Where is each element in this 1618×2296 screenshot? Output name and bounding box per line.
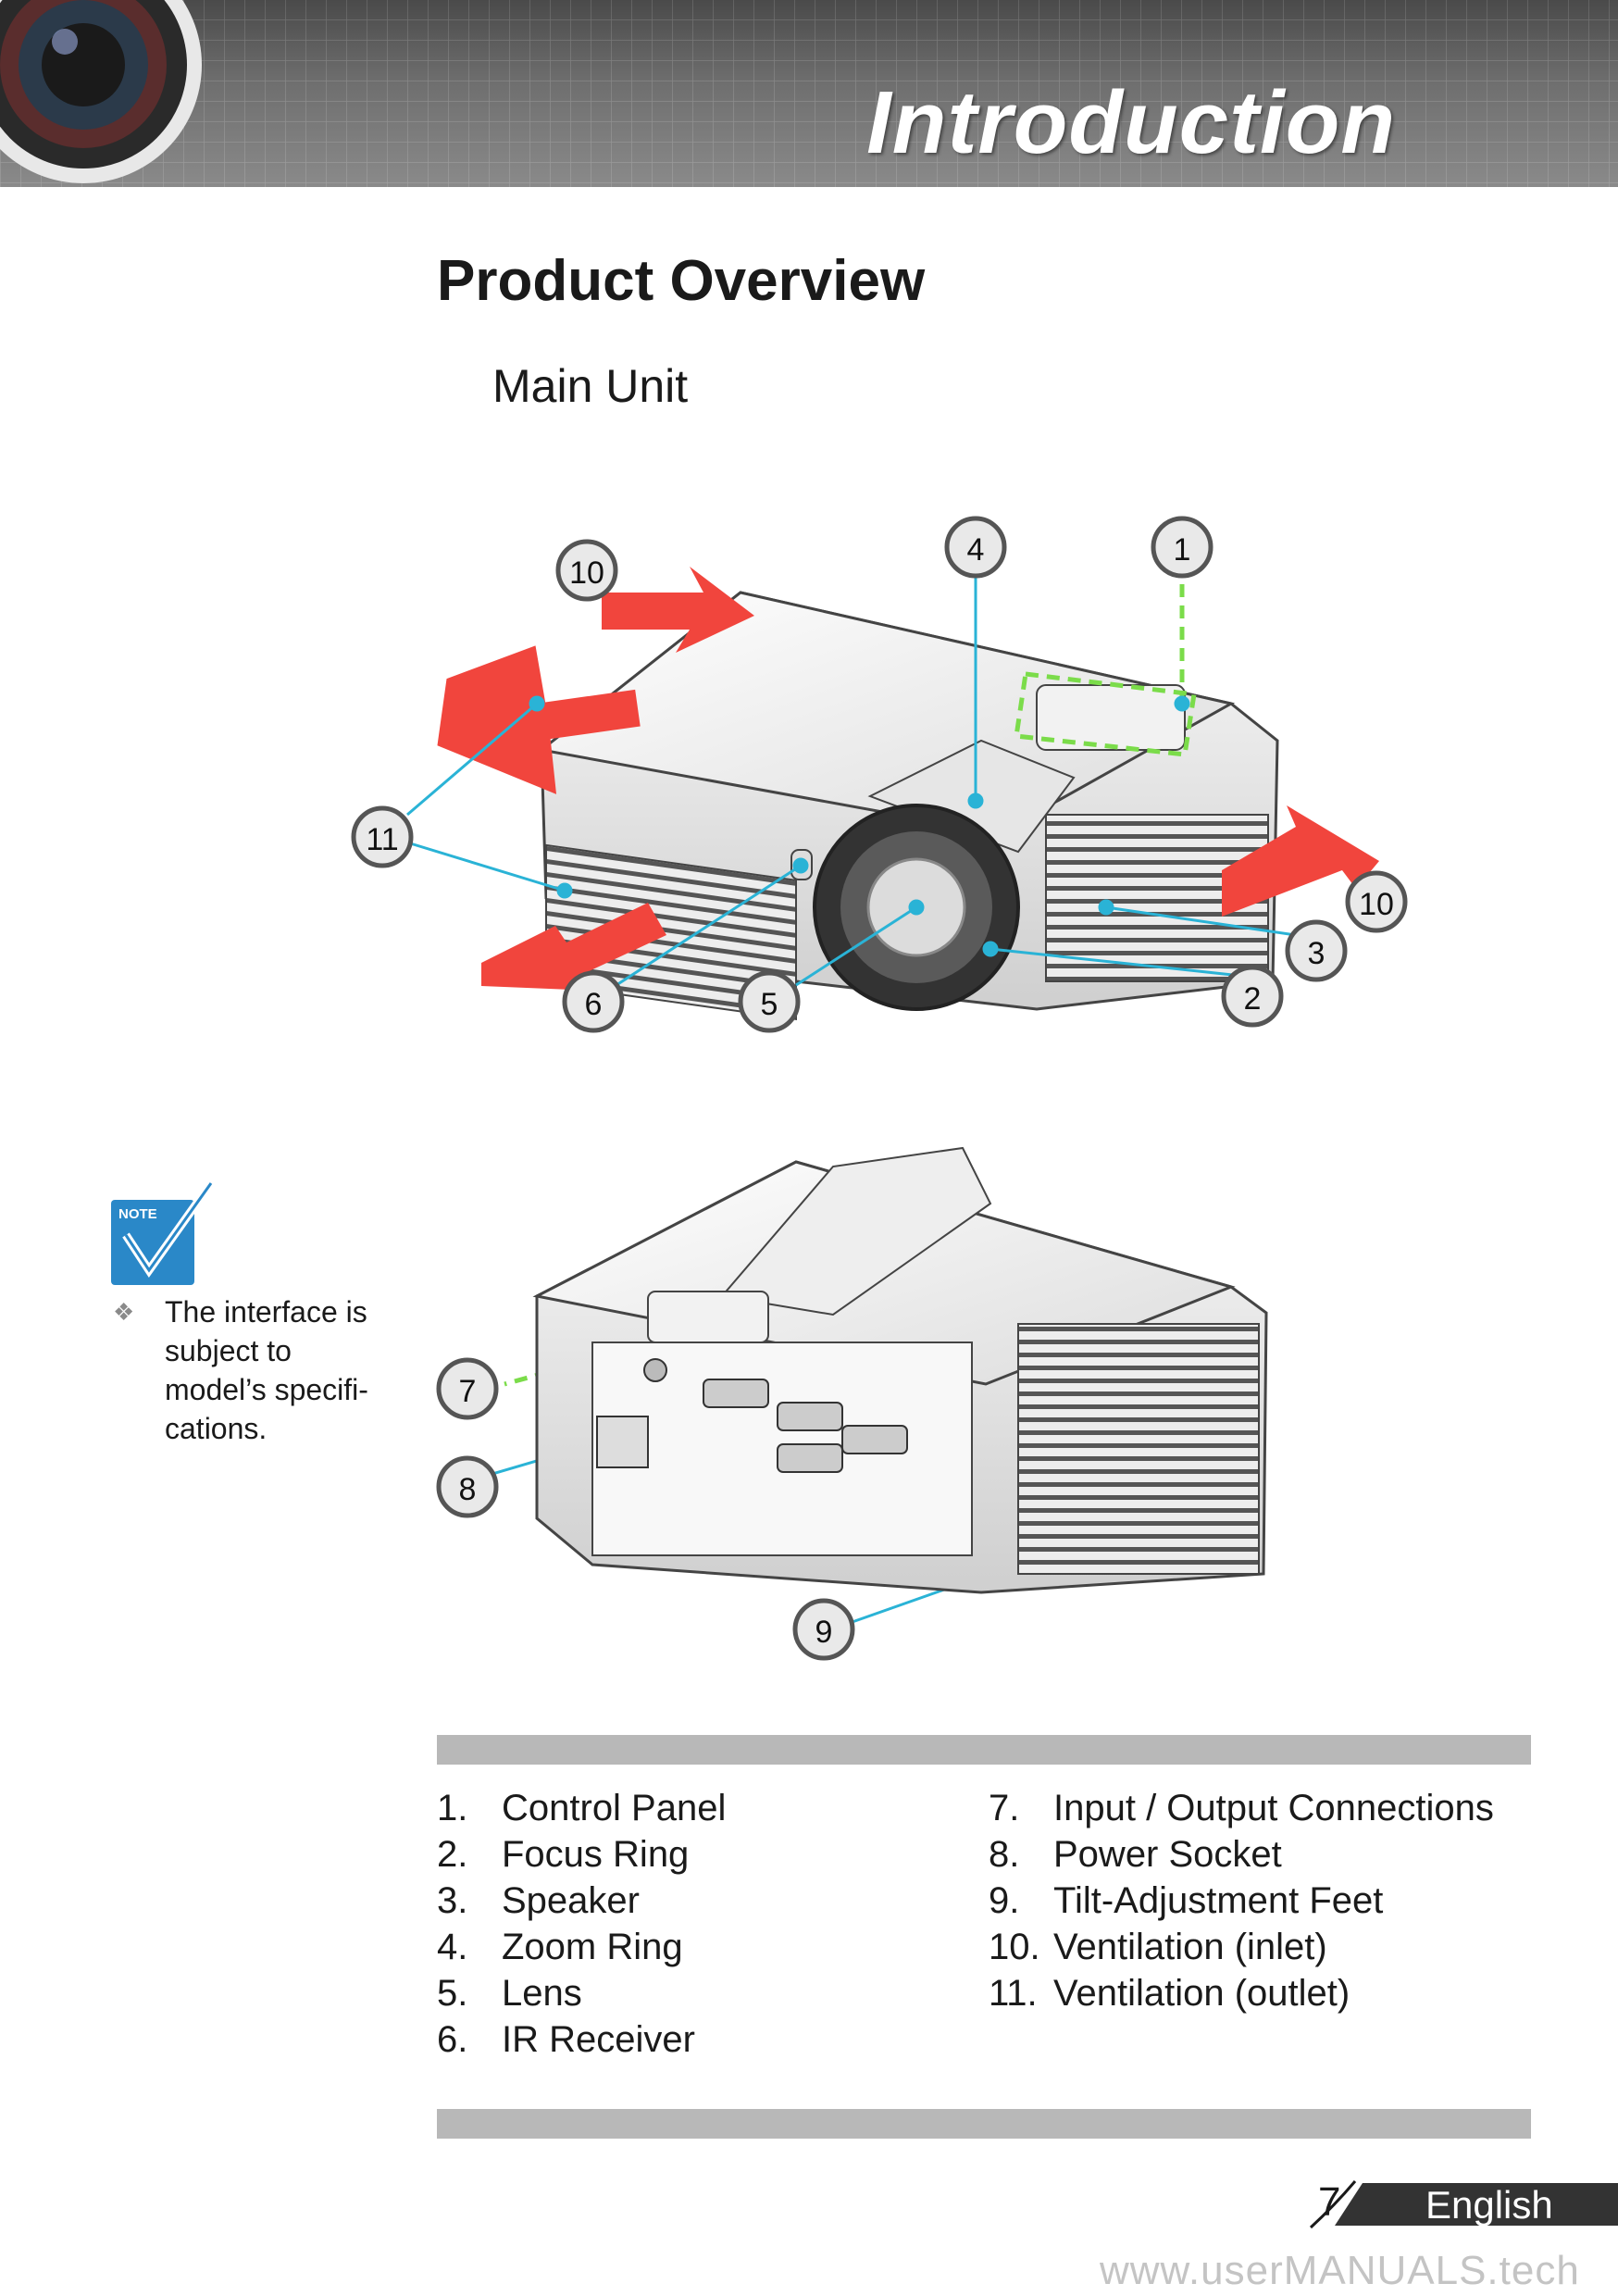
callout-8-text: 8	[459, 1472, 477, 1507]
callout-11-text: 11	[366, 822, 398, 857]
callout-7-text: 7	[459, 1374, 477, 1409]
legend-label: Speaker	[502, 1880, 640, 1921]
callout-9: 9	[792, 1598, 855, 1661]
callout-9-text: 9	[815, 1615, 833, 1650]
legend-number: 2.	[437, 1834, 468, 1875]
legend-item: 11. Ventilation (outlet)	[989, 1970, 1507, 2016]
legend-label: Power Socket	[1053, 1834, 1282, 1875]
note-body: The interface is subject to model’s spec…	[165, 1295, 368, 1445]
note-checkmark-icon: NOTE	[111, 1181, 215, 1285]
callout-11: 11	[351, 805, 414, 868]
callout-10-right: 10	[1345, 870, 1408, 933]
footer-language: English	[1425, 2183, 1553, 2227]
lens-graphic-icon	[0, 0, 202, 183]
legend-number: 11.	[989, 1973, 1038, 2014]
legend-right-column: 7. Input / Output Connections 8. Power Sock…	[989, 1785, 1507, 2016]
legend-label: Tilt-Adjustment Feet	[1053, 1880, 1384, 1921]
legend-number: 10.	[989, 1927, 1040, 1967]
legend-item: 5. Lens	[437, 1970, 937, 2016]
callout-3-text: 3	[1308, 936, 1326, 971]
footer-tab	[1309, 2180, 1618, 2229]
callout-10-top-text: 10	[569, 555, 604, 591]
callout-10-right-text: 10	[1359, 887, 1394, 922]
header-grid-pattern	[0, 0, 1618, 187]
legend-number: 4.	[437, 1927, 468, 1967]
legend-label: Input / Output Connections	[1053, 1788, 1494, 1828]
note-text: ❖ The interface is subject to model’s sp…	[113, 1292, 391, 1448]
callout-markers: 10 4 1 11 10 3 2 6 5 7 8 9	[351, 516, 1408, 1661]
legend-label: Lens	[502, 1973, 582, 2014]
callout-6: 6	[562, 970, 625, 1033]
callout-10-top: 10	[555, 539, 618, 602]
legend-top-bar	[437, 1735, 1531, 1765]
callout-6-text: 6	[585, 987, 603, 1022]
legend-label: Focus Ring	[502, 1834, 690, 1875]
product-diagram: 10 4 1 11 10 3 2 6 5 7 8 9	[351, 516, 1408, 1661]
note-bullet-icon: ❖	[113, 1298, 135, 1326]
callout-1: 1	[1151, 516, 1214, 579]
control-panel-shape	[1036, 684, 1186, 751]
legend-number: 3.	[437, 1880, 468, 1921]
legend-item: 9. Tilt-Adjustment Feet	[989, 1878, 1507, 1924]
legend-item: 2. Focus Ring	[437, 1831, 937, 1878]
callout-2-text: 2	[1244, 981, 1262, 1017]
airflow-arrows	[437, 567, 1379, 991]
legend-label: Zoom Ring	[502, 1927, 683, 1967]
legend-item: 1. Control Panel	[437, 1785, 937, 1831]
callout-4: 4	[944, 516, 1007, 579]
legend-number: 7.	[989, 1788, 1020, 1828]
legend-item: 3. Speaker	[437, 1878, 937, 1924]
callout-4-text: 4	[967, 532, 985, 568]
legend-number: 8.	[989, 1834, 1020, 1875]
section-subtitle: Main Unit	[492, 360, 689, 412]
callout-5-text: 5	[761, 987, 778, 1022]
watermark: www.userMANUALS.tech	[1100, 2248, 1580, 2293]
legend-left-column: 1. Control Panel 2. Focus Ring 3. Speaker 4. Zo…	[437, 1785, 937, 2063]
header-title: Introduction	[866, 73, 1396, 172]
section-title: Product Overview	[437, 249, 926, 313]
callout-5: 5	[738, 970, 801, 1033]
legend-item: 6. IR Receiver	[437, 2016, 937, 2063]
note-icon-label: NOTE	[118, 1206, 157, 1222]
projector-front-view	[538, 591, 1279, 1021]
callout-3: 3	[1285, 919, 1348, 982]
callout-1-text: 1	[1174, 532, 1191, 568]
legend-number: 5.	[437, 1973, 468, 2014]
legend-label: Control Panel	[502, 1788, 727, 1828]
legend-bottom-bar	[437, 2109, 1531, 2139]
page-number: 7	[1318, 2179, 1341, 2225]
legend-label: Ventilation (outlet)	[1053, 1973, 1350, 2014]
legend-item: 10. Ventilation (inlet)	[989, 1924, 1507, 1970]
callout-7: 7	[436, 1357, 499, 1420]
legend-label: IR Receiver	[502, 2019, 695, 2060]
projector-rear-view	[532, 1146, 1268, 1594]
page-header: Introduction	[0, 0, 1618, 187]
legend-label: Ventilation (inlet)	[1053, 1927, 1327, 1967]
legend-item: 7. Input / Output Connections	[989, 1785, 1507, 1831]
legend-number: 9.	[989, 1880, 1020, 1921]
legend-number: 6.	[437, 2019, 468, 2060]
legend-number: 1.	[437, 1788, 468, 1828]
legend-item: 8. Power Socket	[989, 1831, 1507, 1878]
legend-item: 4. Zoom Ring	[437, 1924, 937, 1970]
callout-2: 2	[1221, 965, 1284, 1028]
callout-8: 8	[436, 1455, 499, 1518]
